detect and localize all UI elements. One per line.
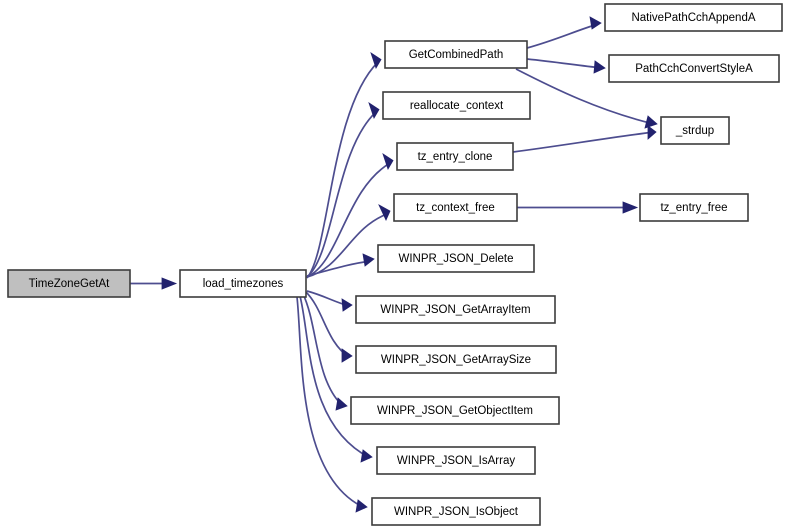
node-label: tz_context_free [416,202,495,214]
edge-line [512,131,655,153]
arrowhead-icon [341,298,353,312]
edge-load_timezones-to-WINPR_JSON_IsObject [296,296,368,513]
node-box[interactable] [355,295,556,324]
edge-load_timezones-to-WINPR_JSON_GetObjectItem [302,293,348,411]
arrowhead-icon [622,201,639,214]
graph-node-tz_entry_clone[interactable]: tz_entry_clone [396,142,514,171]
node-label: TimeZoneGetAt [29,278,111,290]
edge-load_timezones-to-GetCombinedPath [306,52,382,279]
node-label: reallocate_context [410,100,504,112]
node-label: WINPR_JSON_GetObjectItem [377,405,533,417]
node-box[interactable] [350,396,560,425]
arrowhead-icon [360,449,373,463]
node-box[interactable] [377,244,535,273]
edge-tz_entry_clone-to-_strdup [512,125,657,153]
edge-TimeZoneGetAt-to-load_timezones [130,277,178,290]
edge-load_timezones-to-tz_entry_clone [306,153,394,278]
edge-load_timezones-to-WINPR_JSON_IsArray [299,295,373,463]
arrowhead-icon [644,115,658,129]
node-label: _strdup [675,125,714,137]
node-box[interactable] [393,193,518,222]
node-box[interactable] [639,193,749,222]
node-box[interactable] [660,116,730,145]
arrowhead-icon [335,397,348,411]
node-label: load_timezones [203,278,284,290]
graph-node-WINPR_JSON_IsArray[interactable]: WINPR_JSON_IsArray [376,446,536,475]
arrowhead-icon [378,204,391,221]
graph-node-tz_entry_free[interactable]: tz_entry_free [639,193,749,222]
edge-GetCombinedPath-to-PathCchConvertStyleA [526,58,606,74]
node-box[interactable] [608,54,780,83]
node-label: WINPR_JSON_GetArrayItem [380,304,530,316]
arrowhead-icon [593,60,606,74]
edge-load_timezones-to-WINPR_JSON_Delete [306,253,375,277]
node-label: WINPR_JSON_IsArray [397,455,515,467]
graph-node-WINPR_JSON_GetArrayItem[interactable]: WINPR_JSON_GetArrayItem [355,295,556,324]
node-box[interactable] [355,345,557,374]
arrowhead-icon [341,348,353,363]
node-label: tz_entry_free [660,202,727,214]
edge-line [306,162,391,278]
graph-node-WINPR_JSON_GetObjectItem[interactable]: WINPR_JSON_GetObjectItem [350,396,560,425]
node-box[interactable] [382,91,531,120]
edge-line [299,295,371,459]
edge-line [296,296,366,509]
graph-node-WINPR_JSON_Delete[interactable]: WINPR_JSON_Delete [377,244,535,273]
node-label: NativePathCchAppendA [631,12,755,24]
arrowhead-icon [161,277,178,290]
graph-node-GetCombinedPath[interactable]: GetCombinedPath [384,40,528,69]
edges-layer [130,16,658,513]
node-box[interactable] [384,40,528,69]
edge-line [302,293,345,408]
node-label: WINPR_JSON_Delete [398,253,513,265]
graph-node-WINPR_JSON_IsObject[interactable]: WINPR_JSON_IsObject [371,497,541,526]
graph-node-PathCchConvertStyleA[interactable]: PathCchConvertStyleA [608,54,780,83]
graph-node-TimeZoneGetAt[interactable]: TimeZoneGetAt [7,269,131,298]
graph-node-_strdup[interactable]: _strdup [660,116,730,145]
graph-node-tz_context_free[interactable]: tz_context_free [393,193,518,222]
edge-line [526,23,599,49]
arrowhead-icon [362,253,375,267]
edge-line [526,58,603,69]
graph-node-reallocate_context[interactable]: reallocate_context [382,91,531,120]
node-box[interactable] [604,3,783,32]
node-label: WINPR_JSON_GetArraySize [381,354,531,366]
edge-line [306,111,377,278]
node-box[interactable] [396,142,514,171]
arrowhead-icon [647,125,657,140]
node-label: PathCchConvertStyleA [635,63,753,75]
node-box[interactable] [7,269,131,298]
edge-GetCombinedPath-to-NativePathCchAppendA [526,16,602,49]
node-box[interactable] [371,497,541,526]
arrowhead-icon [355,499,368,513]
node-box[interactable] [376,446,536,475]
node-label: WINPR_JSON_IsObject [394,506,519,518]
node-box[interactable] [179,269,307,298]
edge-load_timezones-to-reallocate_context [306,102,380,278]
nodes-layer: TimeZoneGetAt load_timezones GetCombinedPa… [7,3,783,526]
edge-line [306,61,379,279]
graph-node-NativePathCchAppendA[interactable]: NativePathCchAppendA [604,3,783,32]
arrowhead-icon [368,102,380,119]
edge-load_timezones-to-WINPR_JSON_GetArraySize [305,291,353,363]
edge-tz_context_free-to-tz_entry_free [517,201,639,214]
arrowhead-icon [382,153,394,170]
arrowhead-icon [589,16,602,30]
edge-GetCombinedPath-to-_strdup [515,68,658,129]
edge-line [515,68,655,125]
edge-load_timezones-to-WINPR_JSON_GetArrayItem [306,290,353,312]
graph-node-WINPR_JSON_GetArraySize[interactable]: WINPR_JSON_GetArraySize [355,345,557,374]
node-label: tz_entry_clone [418,151,493,163]
arrowhead-icon [370,52,382,69]
node-label: GetCombinedPath [409,49,504,61]
graph-node-load_timezones[interactable]: load_timezones [179,269,307,298]
